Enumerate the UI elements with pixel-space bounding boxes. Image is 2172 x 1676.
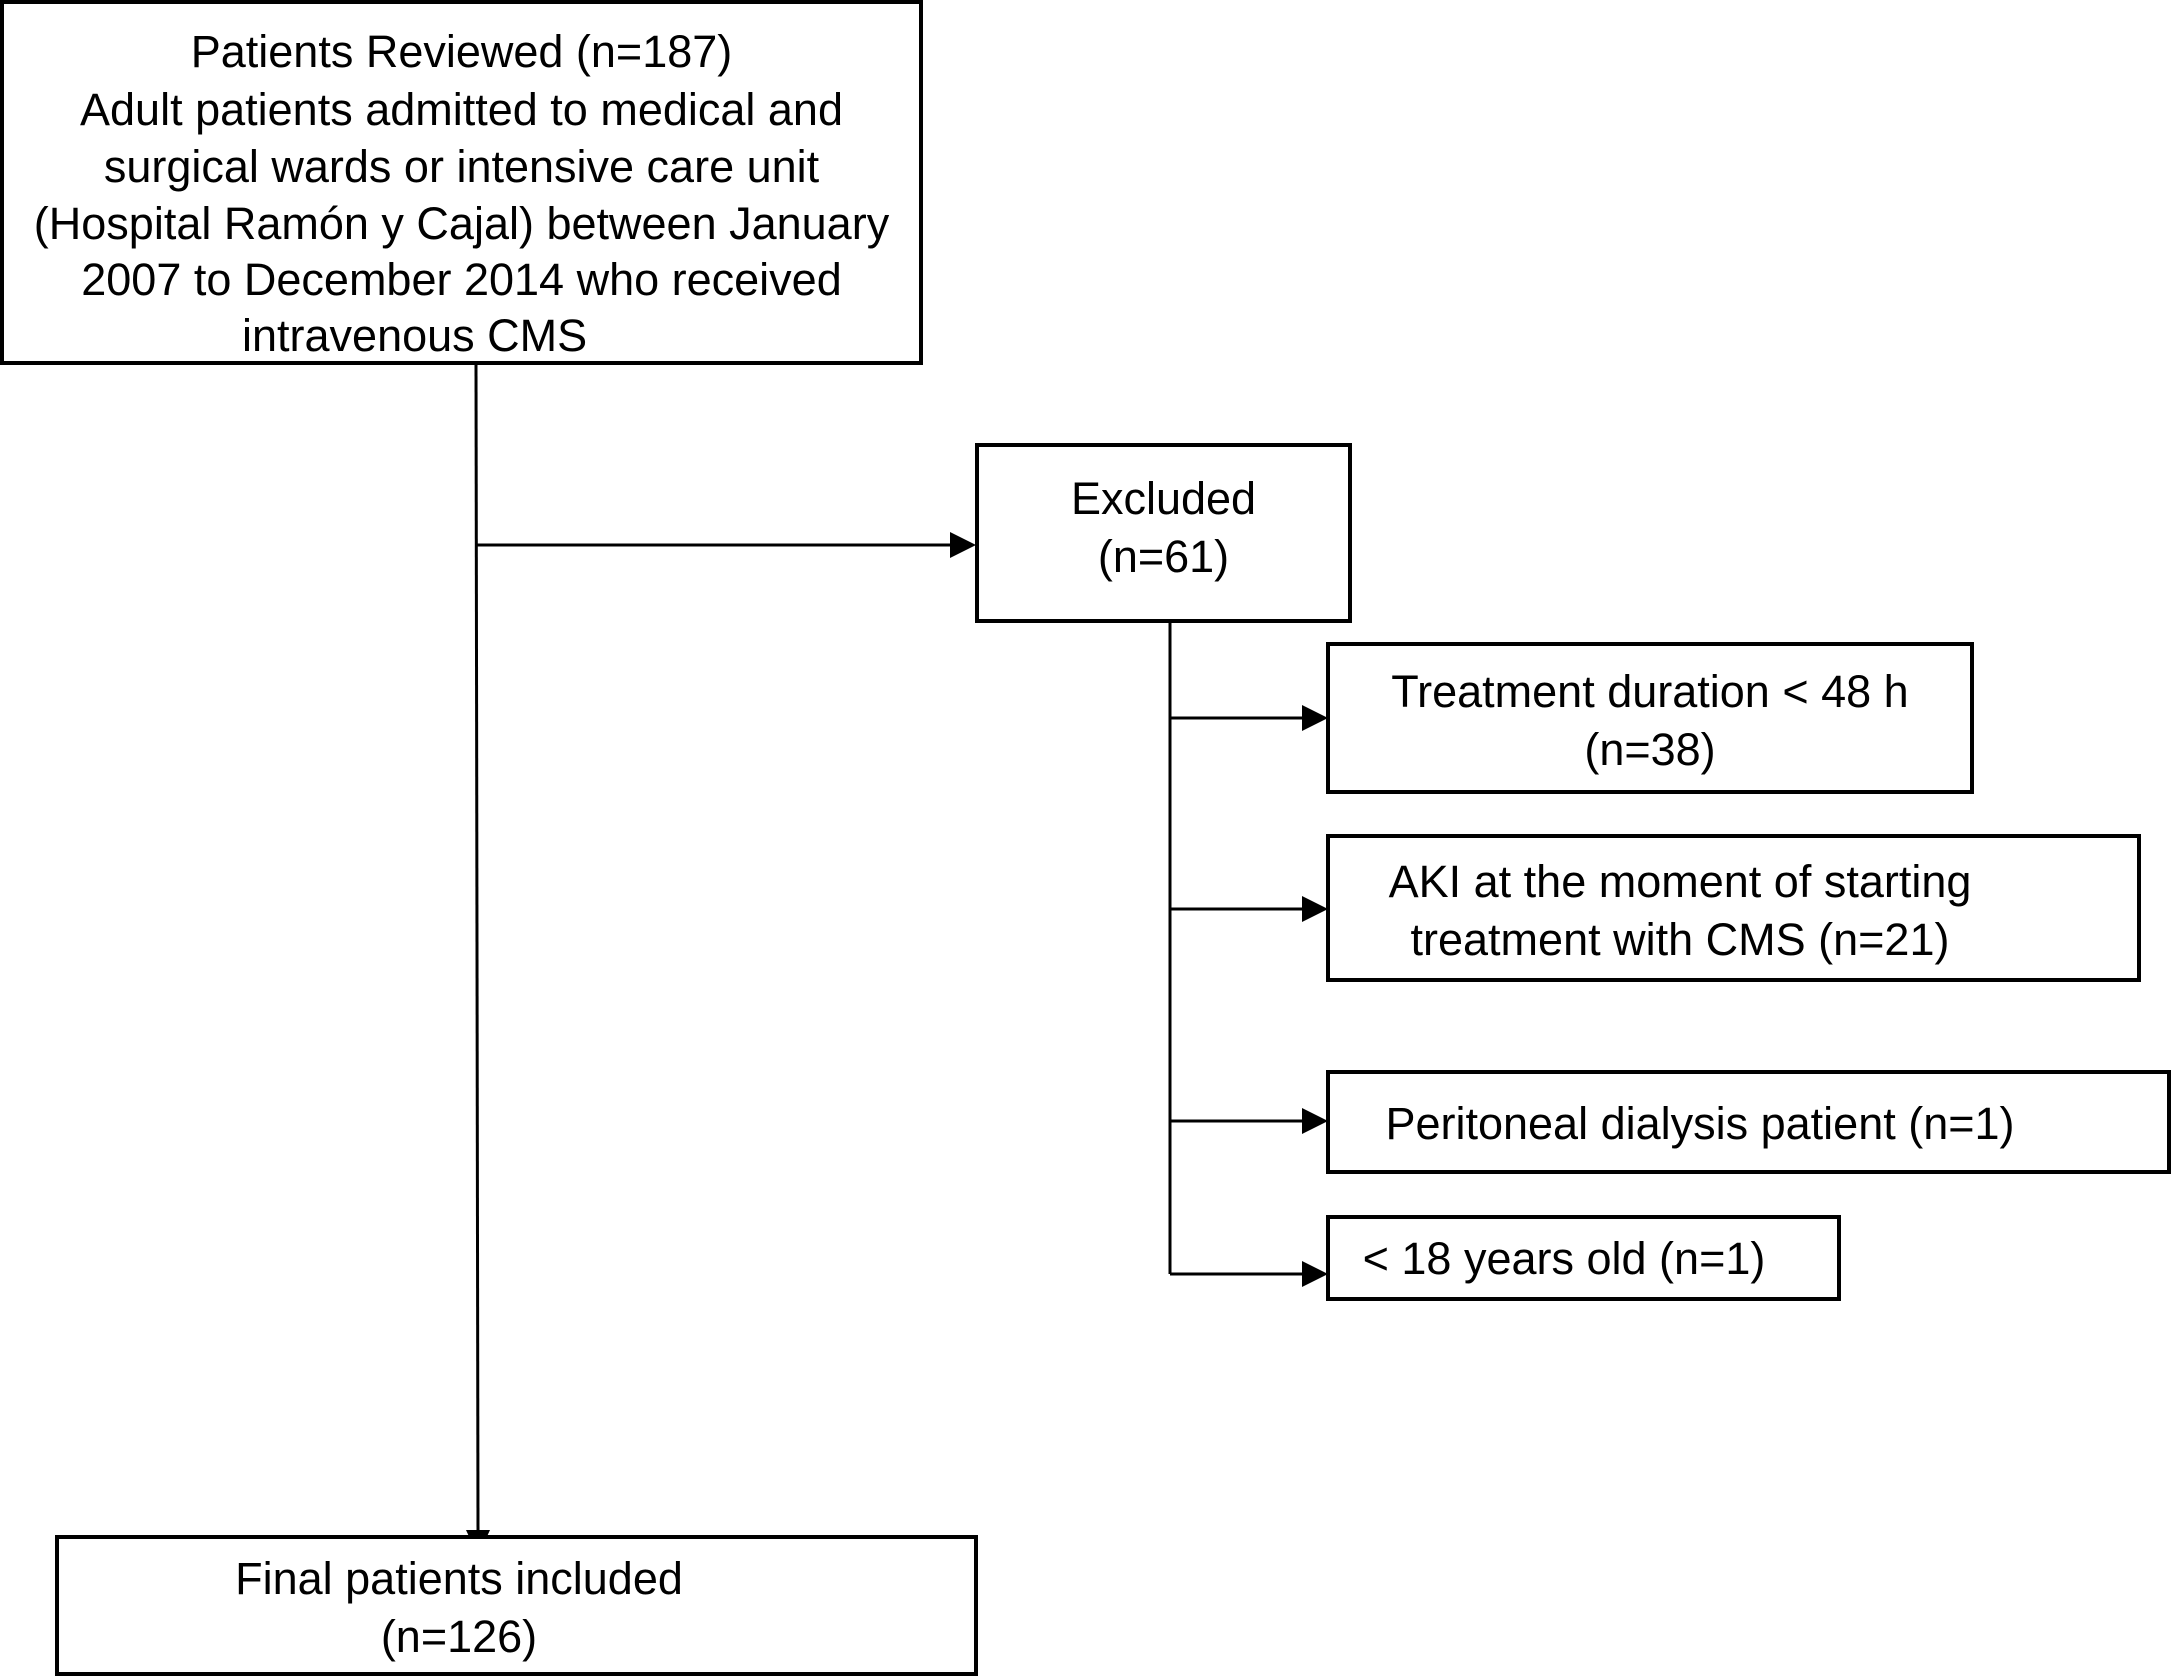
exclusion-reason-text: treatment with CMS (n=21) (1410, 914, 1950, 965)
final-patients-box: Final patients included (n=126) (55, 1535, 978, 1676)
reason-3-arrowhead (1302, 1108, 1328, 1134)
exclusion-reason-text: < 18 years old (n=1) (1362, 1233, 1766, 1284)
exclusion-reason-box: Treatment duration < 48 h (n=38) (1326, 642, 1974, 794)
reason-4-arrowhead (1302, 1261, 1328, 1287)
reason-1-arrowhead (1302, 705, 1328, 731)
final-title: Final patients included (235, 1553, 683, 1604)
final-count: (n=126) (380, 1611, 538, 1662)
reviewed-criteria-line: Adult patients admitted to medical and (80, 84, 843, 135)
reviewed-criteria-line: 2007 to December 2014 who received (81, 254, 842, 305)
reviewed-criteria-line: (Hospital Ramón y Cajal) between January (33, 198, 890, 249)
exclusion-reason-box: < 18 years old (n=1) (1326, 1215, 1841, 1301)
exclusion-reason-text: Peritoneal dialysis patient (n=1) (1385, 1098, 2015, 1149)
excluded-box: Excluded (n=61) (975, 443, 1352, 623)
reason-2-arrowhead (1302, 896, 1328, 922)
reviewed-title: Patients Reviewed (n=187) (190, 26, 733, 77)
excluded-title: Excluded (1070, 473, 1257, 524)
exclusion-reason-box: Peritoneal dialysis patient (n=1) (1326, 1070, 2171, 1174)
exclusion-reason-box: AKI at the moment of starting treatment … (1326, 834, 2141, 982)
reviewed-criteria-line: surgical wards or intensive care unit (103, 141, 820, 192)
patients-reviewed-box: Patients Reviewed (n=187) Adult patients… (0, 0, 923, 365)
excluded-arrowhead (950, 532, 976, 558)
reviewed-criteria-line: intravenous CMS (242, 310, 588, 361)
excluded-count: (n=61) (1097, 531, 1230, 582)
exclusion-reason-count: (n=38) (1584, 724, 1716, 775)
exclusion-reason-text: Treatment duration < 48 h (1391, 666, 1909, 717)
main-vertical-connector (474, 364, 480, 1536)
exclusion-reason-text: AKI at the moment of starting (1388, 856, 1972, 907)
